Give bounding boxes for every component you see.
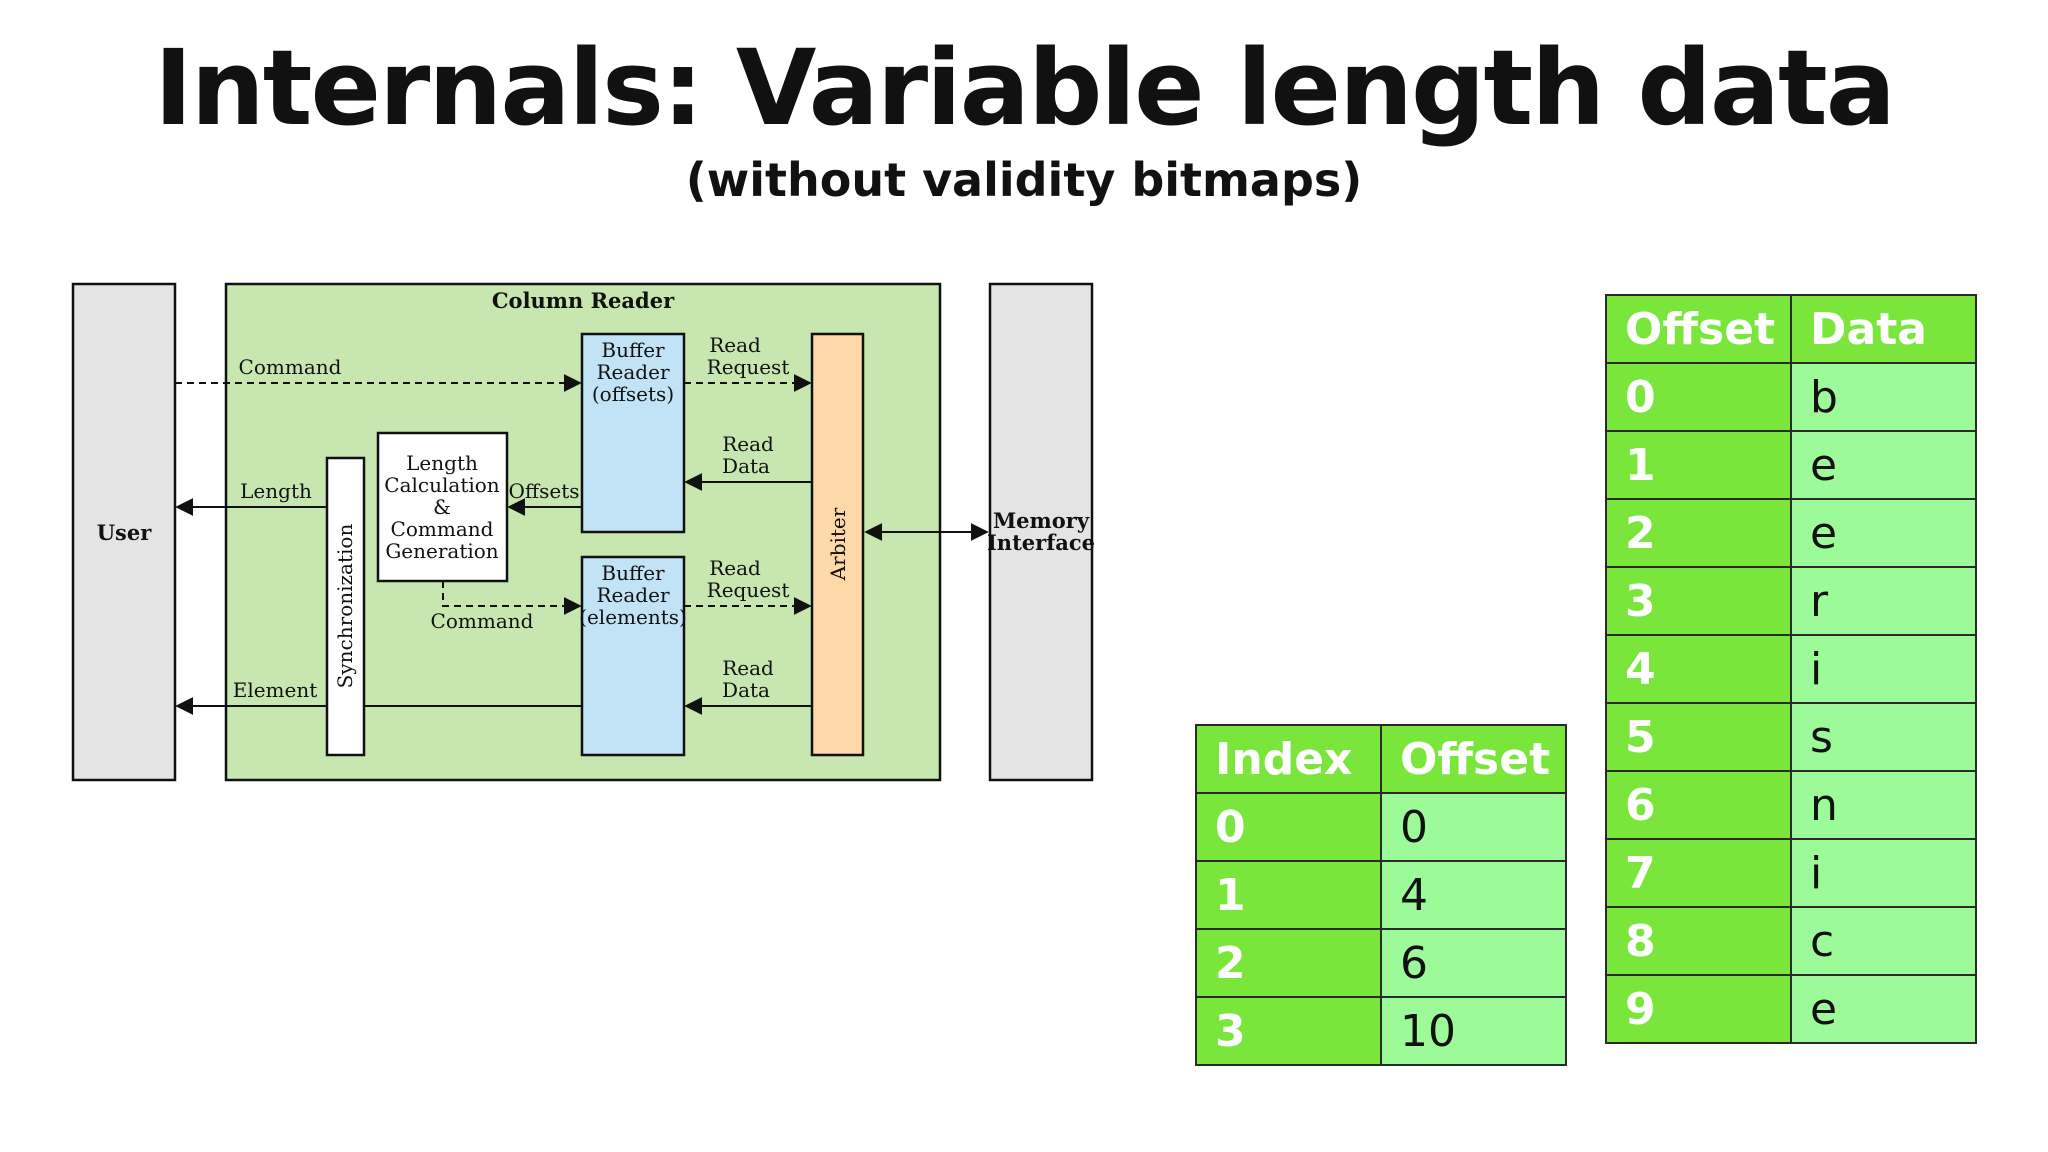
offset-cell: 4	[1605, 634, 1792, 704]
table-row: 2 6	[1195, 928, 1567, 998]
data-cell: b	[1790, 362, 1977, 432]
buffer-reader-elements-box	[580, 555, 686, 757]
read-data-top-line: Read	[722, 432, 774, 456]
header-index: Index	[1195, 724, 1382, 794]
index-cell: 3	[1195, 996, 1382, 1066]
offset-cell: 6	[1380, 928, 1567, 998]
offsets-label: Offsets	[508, 479, 579, 503]
length-calc-line: Command	[391, 517, 494, 541]
offset-cell: 10	[1380, 996, 1567, 1066]
read-request-bottom-line: Request	[707, 578, 790, 602]
offset-cell: 0	[1605, 362, 1792, 432]
index-cell: 0	[1195, 792, 1382, 862]
index-cell: 2	[1195, 928, 1382, 998]
data-cell: i	[1790, 634, 1977, 704]
length-calc-line: Length	[406, 451, 478, 475]
read-data-top-line: Data	[722, 454, 770, 478]
buffer-offsets-line: Reader	[596, 360, 669, 384]
read-data-bottom-line: Data	[722, 678, 770, 702]
table-row: 0 0	[1195, 792, 1567, 862]
slide-title: Internals: Variable length data	[154, 27, 1896, 149]
memory-interface-box	[988, 282, 1094, 782]
buffer-offsets-line: (offsets)	[592, 382, 674, 406]
table-row: 3 10	[1195, 996, 1567, 1066]
length-calc-box	[376, 431, 509, 583]
data-cell: r	[1790, 566, 1977, 636]
offset-cell: 3	[1605, 566, 1792, 636]
data-cell: e	[1790, 430, 1977, 500]
slide-subtitle: (without validity bitmaps)	[685, 153, 1363, 207]
data-cell: s	[1790, 702, 1977, 772]
arbiter-label: Arbiter	[826, 507, 850, 581]
offset-cell: 9	[1605, 974, 1792, 1044]
memory-label: Memory	[993, 508, 1090, 533]
offset-cell: 5	[1605, 702, 1792, 772]
user-label: User	[97, 520, 152, 545]
length-calc-line: Generation	[385, 539, 498, 563]
buffer-elements-line: Reader	[596, 583, 669, 607]
header-offset: Offset	[1605, 294, 1792, 364]
column-reader-diagram: User Column Reader Memory Interface Arbi…	[71, 282, 1095, 782]
offset-cell: 4	[1380, 860, 1567, 930]
offset-cell: 7	[1605, 838, 1792, 908]
offset-cell: 8	[1605, 906, 1792, 976]
length-calc-line: &	[433, 495, 451, 519]
data-cell: e	[1790, 974, 1977, 1044]
arbiter-box	[810, 332, 865, 757]
read-request-top-line: Request	[707, 355, 790, 379]
data-cell: n	[1790, 770, 1977, 840]
synchronization-label: Synchronization	[333, 524, 357, 689]
header-data: Data	[1790, 294, 1977, 364]
data-cell: e	[1790, 498, 1977, 568]
interface-label: Interface	[987, 530, 1095, 555]
buffer-offsets-line: Buffer	[601, 338, 665, 362]
command-bottom-label: Command	[431, 609, 534, 633]
table-row: 1 4	[1195, 860, 1567, 930]
length-calc-line: Calculation	[384, 473, 500, 497]
table-header-row: Offset Data	[1605, 294, 1977, 364]
command-arrow-bottom	[442, 581, 582, 615]
column-reader-label: Column Reader	[492, 288, 675, 313]
buffer-elements-line: (elements)	[579, 605, 687, 629]
buffer-reader-offsets-box	[580, 332, 686, 534]
element-label: Element	[233, 678, 318, 702]
offset-cell: 6	[1605, 770, 1792, 840]
header-offset: Offset	[1380, 724, 1567, 794]
offset-cell: 1	[1605, 430, 1792, 500]
read-request-bottom-line: Read	[709, 556, 761, 580]
data-cell: i	[1790, 838, 1977, 908]
synchronization-box	[325, 456, 366, 757]
offset-cell: 0	[1380, 792, 1567, 862]
command-top-label: Command	[239, 355, 342, 379]
buffer-elements-line: Buffer	[601, 561, 665, 585]
table-header-row: Index Offset	[1195, 724, 1567, 794]
read-request-top-line: Read	[709, 333, 761, 357]
user-box	[71, 282, 177, 782]
data-cell: c	[1790, 906, 1977, 976]
length-label: Length	[240, 479, 312, 503]
offset-cell: 2	[1605, 498, 1792, 568]
index-cell: 1	[1195, 860, 1382, 930]
index-offset-table: Index Offset 0 0 1 4 2 6 3 10	[1195, 724, 1567, 1066]
read-data-bottom-line: Read	[722, 656, 774, 680]
